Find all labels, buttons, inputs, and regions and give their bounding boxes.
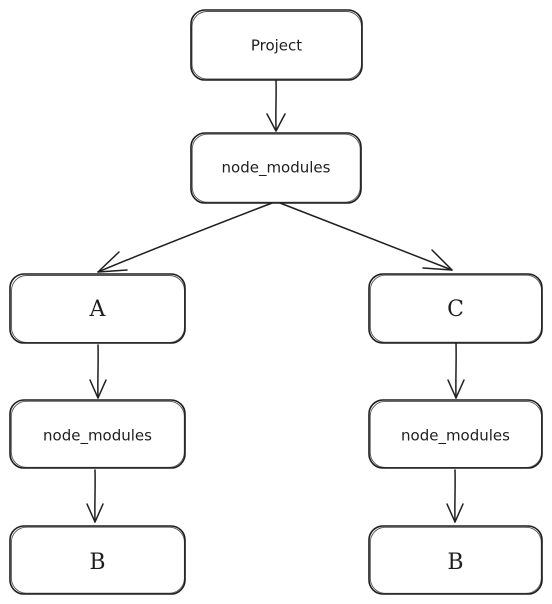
node-a-label: A [89, 297, 107, 322]
edge-c-to-c-node-modules [447, 342, 465, 399]
node-a-b-label: B [89, 550, 105, 575]
node-c-b: B [368, 525, 543, 595]
node-c: C [368, 273, 543, 344]
edge-a-node-modules-to-a-b [86, 469, 104, 523]
node-c-b-label: B [447, 550, 463, 575]
node-project-label: Project [251, 37, 302, 55]
edge-a-to-a-node-modules [89, 344, 107, 399]
node-a: A [9, 273, 186, 344]
edge-project-to-node-modules [266, 79, 286, 132]
node-a-b: B [9, 525, 186, 595]
edge-node-modules-to-a [97, 202, 273, 273]
node-root-node-modules-label: node_modules [222, 159, 331, 178]
edge-node-modules-to-c [279, 202, 453, 271]
edges [86, 79, 465, 523]
node-c-node-modules: node_modules [368, 399, 543, 469]
node-a-node-modules-label: node_modules [43, 427, 152, 446]
node-root-node-modules: node_modules [190, 132, 362, 204]
node-c-node-modules-label: node_modules [401, 427, 510, 446]
node-a-node-modules: node_modules [9, 399, 186, 469]
node-project: Project [190, 9, 363, 81]
node-c-label: C [447, 297, 464, 322]
edge-c-node-modules-to-c-b [446, 469, 464, 523]
